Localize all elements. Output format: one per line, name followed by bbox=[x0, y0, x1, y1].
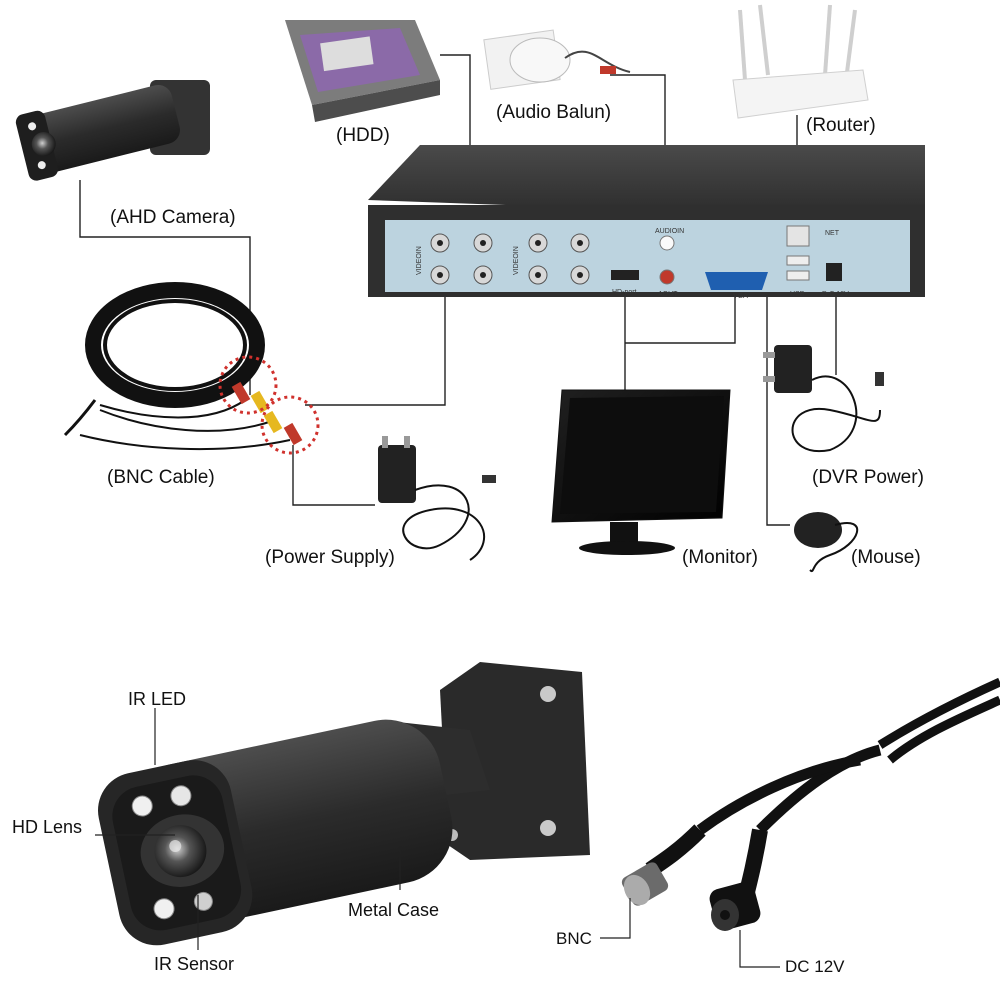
audio-balun-image bbox=[483, 29, 631, 90]
label-dvr-power: (DVR Power) bbox=[812, 467, 924, 488]
dvr-label-audioin: AUDIOIN bbox=[655, 228, 684, 235]
label-ahd-camera: (AHD Camera) bbox=[110, 207, 236, 228]
label-monitor: (Monitor) bbox=[682, 547, 759, 568]
dvr-power-image bbox=[763, 345, 884, 453]
callout-metal-case: Metal Case bbox=[348, 900, 440, 920]
router-image bbox=[732, 4, 869, 119]
dvr-label-usb: USB bbox=[790, 291, 805, 298]
dvr-label-vga: VGA bbox=[733, 293, 748, 300]
label-hdd: (HDD) bbox=[336, 125, 390, 146]
callout-hd-lens: HD Lens bbox=[12, 817, 83, 837]
label-router: (Router) bbox=[806, 115, 876, 136]
ahd-camera-image bbox=[15, 80, 210, 181]
dvr-label-videoin-1: VIDEOIN bbox=[416, 246, 423, 275]
dvr-label-net: NET bbox=[825, 230, 840, 237]
highlight-circle-power bbox=[260, 395, 320, 455]
camera-callout-lines bbox=[95, 708, 401, 950]
highlight-circle-video bbox=[218, 355, 278, 415]
callout-ir-sensor: IR Sensor bbox=[154, 954, 235, 974]
dvr-unit: VIDEOIN VIDEOIN AUDIOIN AOUT HD-port VGA… bbox=[368, 145, 925, 300]
label-audio-balun: (Audio Balun) bbox=[496, 102, 612, 123]
bnc-plugs bbox=[231, 381, 303, 446]
label-bnc-cable: (BNC Cable) bbox=[107, 467, 215, 488]
callout-bnc: BNC bbox=[556, 929, 592, 948]
cable-callout-lines bbox=[600, 898, 780, 968]
callout-dc-12v: DC 12V bbox=[785, 957, 845, 976]
large-camera-image bbox=[98, 662, 590, 946]
dc-connector bbox=[709, 882, 761, 931]
bnc-cable-image bbox=[63, 282, 291, 451]
dvr-label-dc: D-C 12V bbox=[822, 291, 849, 298]
label-power-supply: (Power Supply) bbox=[265, 547, 395, 568]
callout-ir-led: IR LED bbox=[128, 689, 187, 709]
label-mouse: (Mouse) bbox=[851, 547, 921, 568]
hdd-image bbox=[285, 20, 440, 122]
bnc-connector bbox=[621, 862, 669, 906]
dvr-label-videoin-2: VIDEOIN bbox=[513, 246, 520, 275]
dvr-label-aout: AOUT bbox=[658, 291, 678, 298]
monitor-image bbox=[551, 389, 731, 555]
dvr-label-hdmi: HD-port bbox=[612, 289, 637, 296]
bnc-dc-cable-image bbox=[645, 677, 1000, 902]
power-supply-image bbox=[378, 436, 496, 561]
mouse-image bbox=[794, 512, 858, 573]
